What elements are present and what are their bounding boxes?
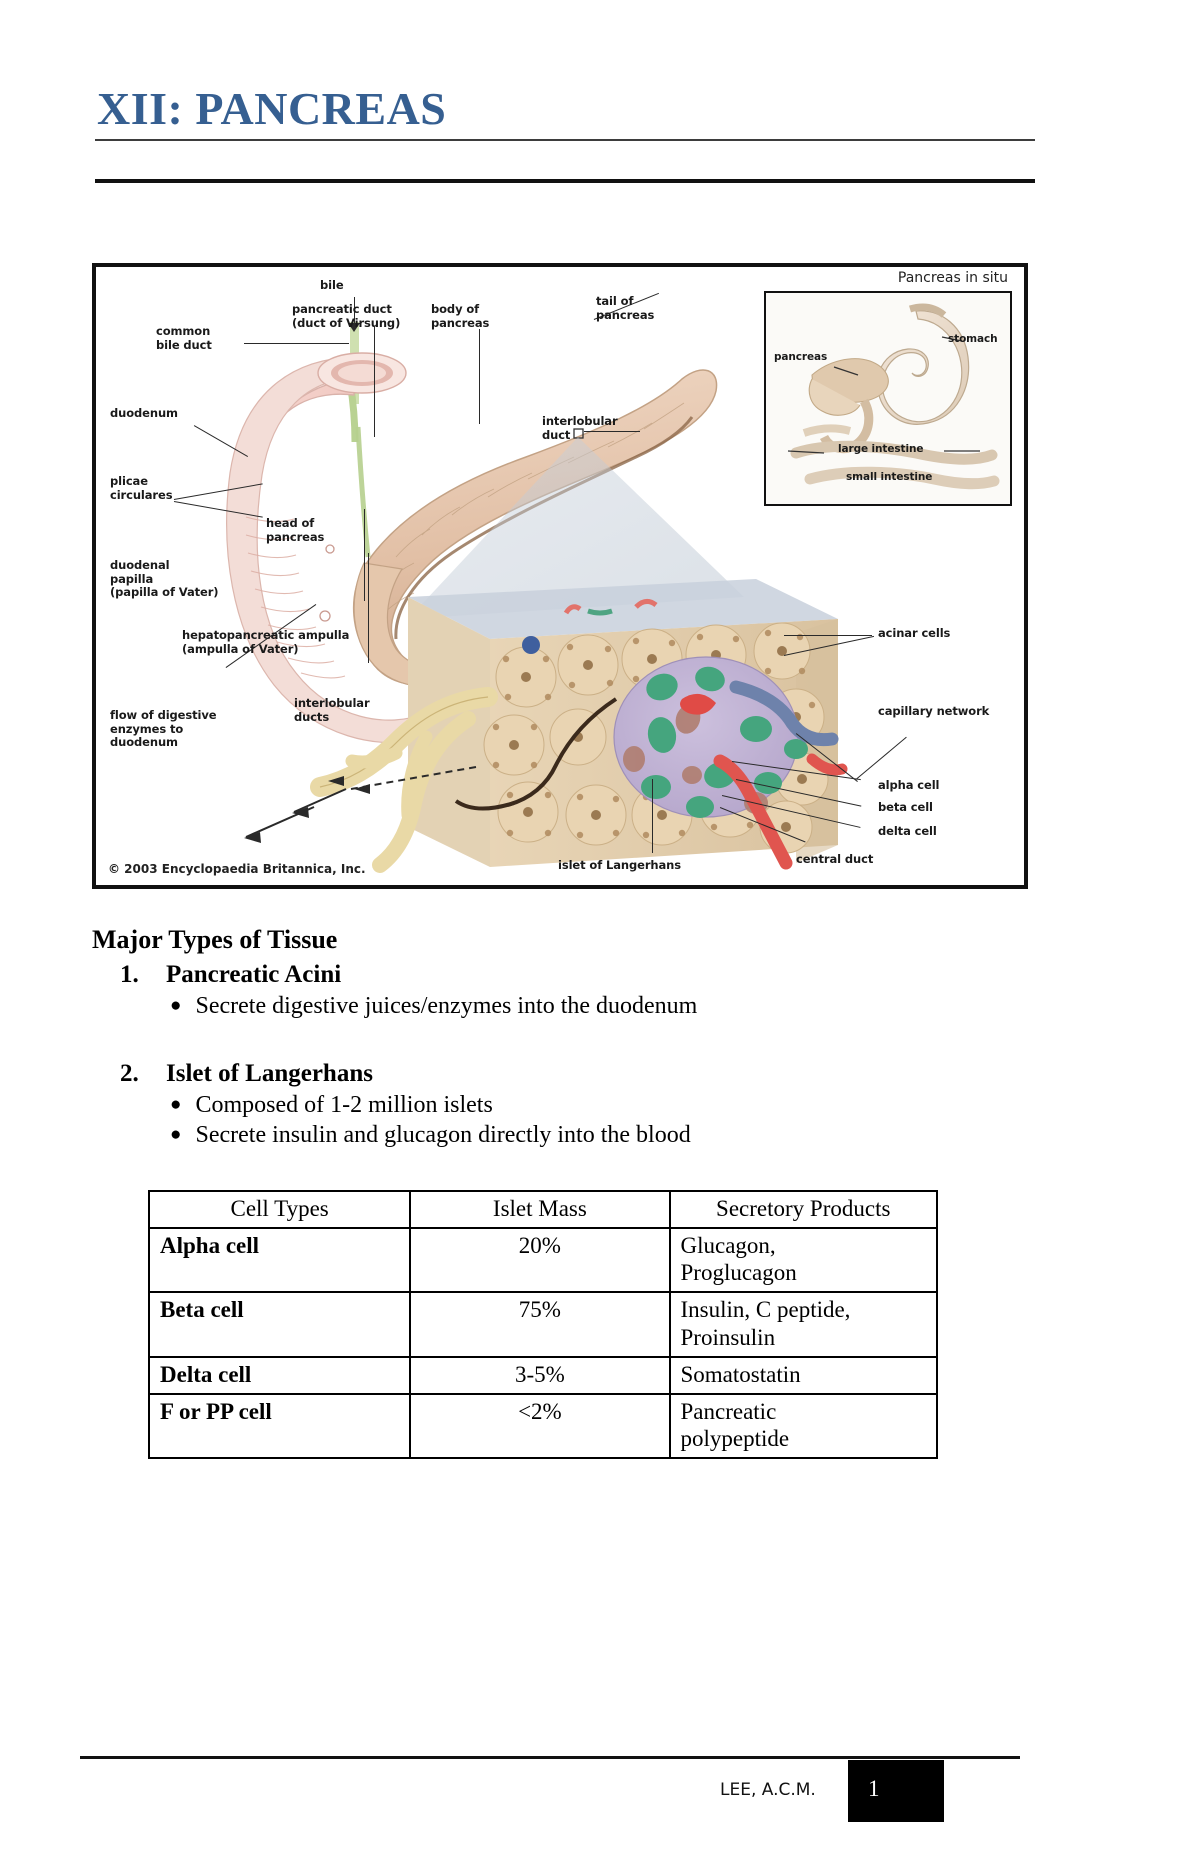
list-item: ● Secrete insulin and glucagon directly … — [170, 1122, 1092, 1149]
footer-rule — [80, 1756, 1020, 1759]
leader-head-of-pancreas — [364, 509, 366, 601]
label-pancreatic-duct: pancreatic duct (duct of Virsung) — [292, 302, 401, 330]
label-hepatopancreatic-ampulla: hepatopancreatic ampulla (ampulla of Vat… — [182, 628, 350, 656]
page-header: XII: PANCREAS — [95, 83, 1135, 184]
label-duodenum: duodenum — [110, 406, 178, 420]
label-plicae-circulares: plicae circulares — [110, 474, 173, 502]
figure-copyright: © 2003 Encyclopaedia Britannica, Inc. — [108, 862, 366, 876]
islet-mass: 75% — [409, 1291, 671, 1358]
list-number-1: 1. — [120, 961, 139, 988]
list-item: ● Secrete digestive juices/enzymes into … — [170, 993, 1092, 1020]
cell-types-table: Cell Types Islet Mass Secretory Products… — [147, 1189, 938, 1460]
islet-mass: 3-5% — [409, 1355, 671, 1395]
bullet-icon: ● — [170, 1124, 182, 1145]
inset-illustration — [766, 293, 1010, 504]
column-header-secretory-products: Secretory Products — [668, 1189, 938, 1230]
cell-type: Delta cell — [147, 1355, 412, 1395]
table-row: F or PP cell <2% Pancreatic polypeptide — [147, 1392, 938, 1460]
label-islet-of-langerhans: islet of Langerhans — [558, 858, 681, 872]
leader-bile — [354, 297, 356, 325]
label-delta-cell: delta cell — [878, 824, 937, 838]
cell-type: Beta cell — [147, 1291, 412, 1358]
cell-types-table-wrapper: Cell Types Islet Mass Secretory Products… — [147, 1189, 938, 1460]
leader-pancreatic-duct — [374, 327, 376, 437]
label-beta-cell: beta cell — [878, 800, 933, 814]
section-heading: Major Types of Tissue — [92, 925, 338, 954]
list-label-2: Islet of Langerhans — [166, 1060, 373, 1087]
leader-common-bile-duct — [244, 343, 349, 345]
title-rule-thin — [95, 139, 1035, 142]
cell-type: Alpha cell — [147, 1227, 412, 1294]
column-header-islet-mass: Islet Mass — [409, 1189, 671, 1230]
table-header-row: Cell Types Islet Mass Secretory Products — [147, 1189, 938, 1230]
bullet-list-2: ● Composed of 1-2 million islets ● Secre… — [170, 1092, 1092, 1149]
inset-title: Pancreas in situ — [897, 270, 1008, 286]
bullet-list-1: ● Secrete digestive juices/enzymes into … — [170, 993, 1092, 1020]
content-section: Major Types of Tissue 1. Pancreatic Acin… — [92, 925, 1092, 1149]
column-header-cell-types: Cell Types — [147, 1189, 412, 1230]
secretory-products: Somatostatin — [668, 1355, 938, 1395]
bullet-text: Secrete insulin and glucagon directly in… — [195, 1122, 691, 1148]
label-capillary-network: capillary network — [878, 704, 990, 718]
table-row: Alpha cell 20% Glucagon, Proglucagon — [147, 1227, 938, 1294]
list-number-2: 2. — [120, 1060, 139, 1087]
leader-interlobular-duct — [584, 431, 640, 433]
secretory-products: Glucagon, Proglucagon — [668, 1227, 938, 1294]
title-rule-thick — [95, 179, 1035, 184]
label-body-of-pancreas: body of pancreas — [431, 302, 490, 330]
bullet-text: Composed of 1-2 million islets — [195, 1092, 493, 1118]
inset-label-large-intestine: large intestine — [838, 443, 924, 455]
label-tail-of-pancreas: tail of pancreas — [596, 294, 655, 322]
secretory-products: Insulin, C peptide, Proinsulin — [668, 1291, 938, 1358]
label-duodenal-papilla: duodenal papilla (papilla of Vater) — [110, 558, 219, 600]
leader-islet — [652, 779, 654, 853]
bullet-text: Secrete digestive juices/enzymes into th… — [195, 993, 698, 1019]
secretory-products: Pancreatic polypeptide — [668, 1392, 938, 1460]
page-number-box — [848, 1760, 944, 1822]
leader-acinar-cells — [784, 635, 872, 637]
label-head-of-pancreas: head of pancreas — [266, 516, 325, 544]
pancreas-illustration — [226, 322, 848, 873]
label-flow-of-enzymes: flow of digestive enzymes to duodenum — [110, 708, 217, 750]
label-bile: bile — [320, 278, 344, 292]
bullet-icon: ● — [170, 1094, 182, 1115]
arrowhead-bile — [348, 323, 360, 332]
table-row: Beta cell 75% Insulin, C peptide, Proins… — [147, 1291, 938, 1358]
inset-label-small-intestine: small intestine — [846, 471, 933, 483]
list-item: ● Composed of 1-2 million islets — [170, 1092, 1092, 1119]
page-number: 1 — [868, 1776, 880, 1801]
islet-mass: 20% — [409, 1227, 671, 1294]
leader-hepatopancreatic-ampulla — [368, 553, 370, 663]
list-label-1: Pancreatic Acini — [166, 961, 342, 988]
pancreas-figure: bile common bile duct pancreatic duct (d… — [92, 263, 1028, 889]
inset-label-pancreas: pancreas — [774, 351, 828, 363]
islet-mass: <2% — [409, 1392, 671, 1460]
inset-pancreas-in-situ: pancreas stomach large intestine small i… — [764, 291, 1012, 506]
cell-type: F or PP cell — [147, 1392, 412, 1460]
label-interlobular-duct: interlobular duct — [542, 414, 618, 442]
spacer — [92, 1020, 1092, 1054]
list-item-1: 1. Pancreatic Acini — [120, 961, 1092, 989]
label-common-bile-duct: common bile duct — [156, 324, 212, 352]
list-item-2: 2. Islet of Langerhans — [120, 1060, 1092, 1088]
label-acinar-cells: acinar cells — [878, 626, 951, 640]
label-central-duct: central duct — [796, 852, 874, 866]
table-row: Delta cell 3-5% Somatostatin — [147, 1355, 938, 1395]
page-title: XII: PANCREAS — [97, 83, 447, 134]
footer-author: LEE, A.C.M. — [720, 1780, 816, 1800]
leader-body-of-pancreas — [479, 329, 481, 424]
bullet-icon: ● — [170, 995, 182, 1016]
label-interlobular-ducts: interlobular ducts — [294, 696, 370, 724]
inset-label-stomach: stomach — [948, 333, 998, 345]
label-alpha-cell: alpha cell — [878, 778, 940, 792]
